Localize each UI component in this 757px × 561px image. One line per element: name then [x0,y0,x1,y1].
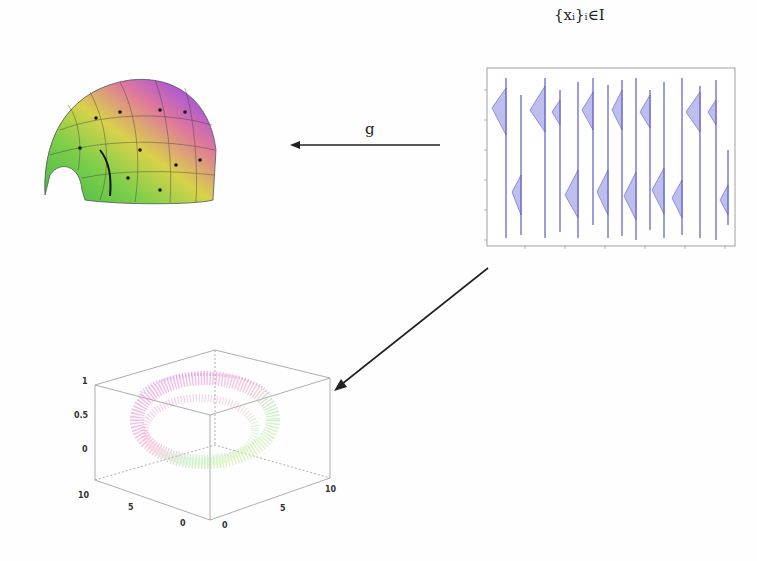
axis-tick: 5 [128,504,134,512]
signal-plot [484,68,735,249]
point-cloud [137,374,273,462]
axis-tick: 0.5 [74,412,88,420]
scatter-3d [95,350,330,520]
map-label: g [363,122,377,137]
axis-tick: 1 [82,378,88,386]
axis-tick: 5 [280,505,286,513]
axis-tick: 0 [222,522,228,530]
axis-tick: 10 [325,486,336,494]
surface-figure [45,79,216,203]
map-arrow [334,268,488,391]
sequence-label: {xᵢ}ᵢ∈I [552,8,607,23]
map-arrow [290,141,440,149]
axis-tick: 10 [78,492,89,500]
axis-tick: 0 [82,446,88,454]
axis-tick: 0 [180,520,186,528]
